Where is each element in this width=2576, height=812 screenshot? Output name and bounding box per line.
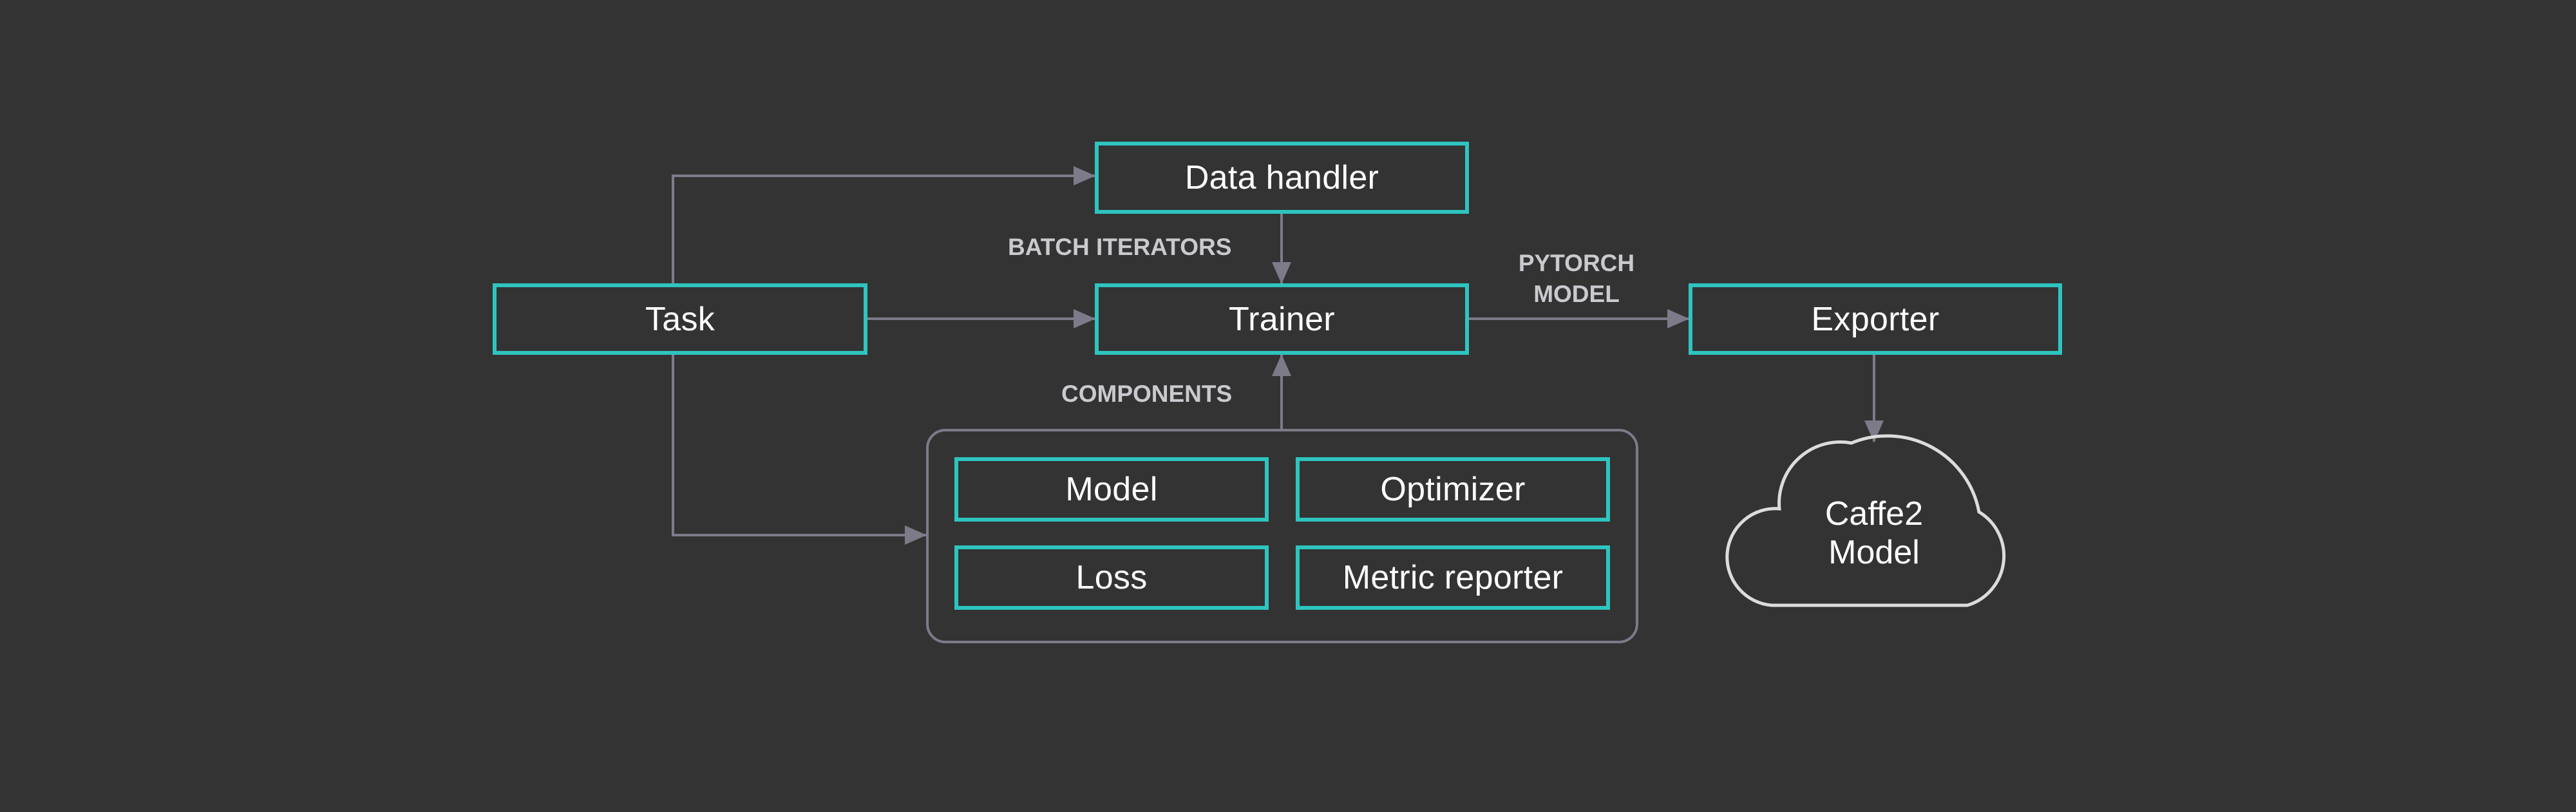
- batch-iterators-label: BATCH ITERATORS: [1008, 234, 1232, 260]
- model-component-label: Model: [1065, 471, 1158, 508]
- components-group: [926, 429, 1638, 643]
- exporter-label: Exporter: [1811, 300, 1940, 338]
- task-node: Task: [493, 283, 867, 355]
- caffe2-model-cloud-text: Caffe2 Model: [1777, 495, 1971, 572]
- edge-task-to-components: [672, 355, 927, 545]
- cloud-text-line2: Model: [1828, 534, 1920, 571]
- model-component: Model: [954, 457, 1269, 522]
- optimizer-component: Optimizer: [1296, 457, 1610, 522]
- loss-component-label: Loss: [1075, 559, 1148, 596]
- cloud-text-line1: Caffe2: [1824, 495, 1924, 533]
- task-label: Task: [645, 300, 715, 338]
- edge-task-to-data-handler: [672, 166, 1095, 283]
- optimizer-component-label: Optimizer: [1380, 471, 1526, 508]
- data-handler-label: Data handler: [1184, 159, 1379, 196]
- metric-reporter-component: Metric reporter: [1296, 545, 1610, 610]
- exporter-node: Exporter: [1689, 283, 2062, 355]
- pytorch-model-label-line1: PYTORCH: [1518, 250, 1635, 276]
- trainer-node: Trainer: [1095, 283, 1469, 355]
- components-edge-label: COMPONENTS: [1061, 381, 1233, 407]
- pytorch-model-label-line2: MODEL: [1533, 281, 1620, 307]
- data-handler-node: Data handler: [1095, 142, 1469, 214]
- trainer-label: Trainer: [1229, 300, 1335, 338]
- cloud-shape: [1725, 434, 2006, 607]
- pytorch-model-label: PYTORCH MODEL: [1512, 248, 1641, 310]
- metric-reporter-component-label: Metric reporter: [1342, 559, 1564, 596]
- loss-component: Loss: [954, 545, 1269, 610]
